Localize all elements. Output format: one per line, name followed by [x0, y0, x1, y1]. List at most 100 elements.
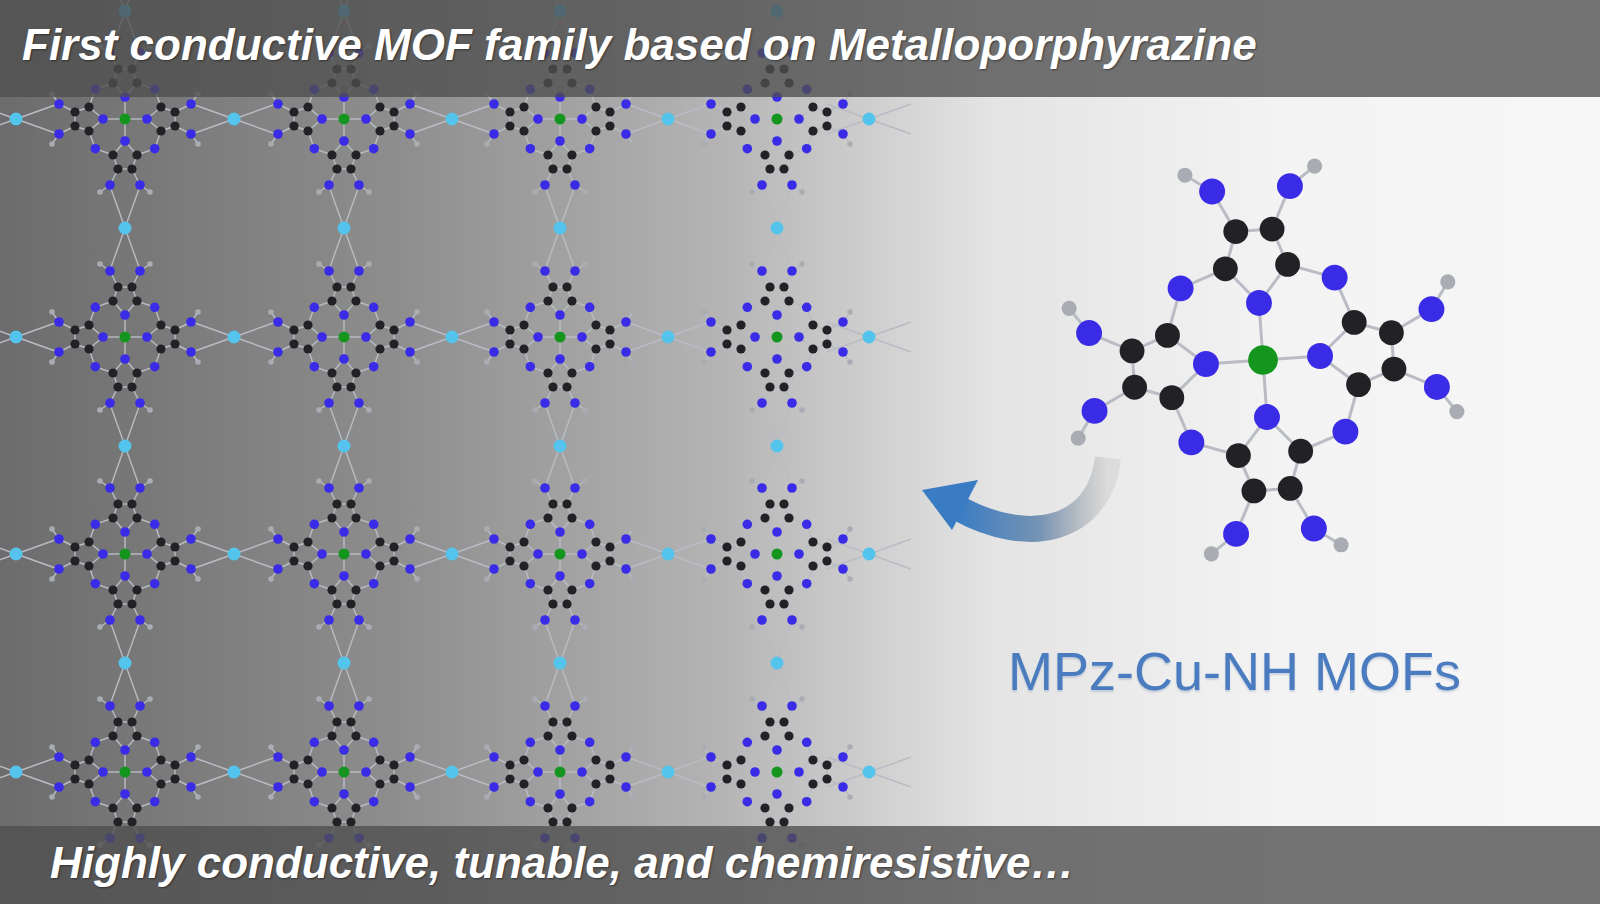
atom	[706, 782, 716, 792]
atom	[332, 499, 341, 508]
bond	[110, 228, 125, 270]
atom	[794, 332, 804, 342]
atom	[749, 478, 755, 484]
atom	[1346, 372, 1371, 397]
atom	[822, 107, 831, 116]
atom	[736, 126, 745, 135]
atom	[324, 483, 334, 493]
atom	[562, 282, 571, 291]
cu-atom	[10, 766, 23, 779]
atom	[760, 585, 769, 594]
atom	[70, 556, 79, 565]
atom	[621, 534, 631, 544]
cu-atom	[662, 548, 675, 561]
bond	[827, 337, 869, 352]
bond	[16, 772, 58, 787]
atom	[84, 344, 93, 353]
atom	[186, 129, 196, 139]
atom	[361, 549, 371, 559]
atom	[405, 534, 415, 544]
atom	[548, 164, 557, 173]
atom	[1277, 173, 1303, 199]
atom	[375, 344, 384, 353]
atom	[799, 189, 805, 195]
atom	[113, 382, 122, 391]
bond	[626, 104, 668, 119]
atom	[289, 339, 298, 348]
atom	[354, 615, 364, 625]
bond	[777, 621, 792, 663]
bond	[192, 539, 234, 554]
atom	[105, 180, 115, 190]
bond	[234, 322, 276, 337]
atom	[375, 320, 384, 329]
atom	[585, 520, 595, 530]
bond	[777, 404, 792, 446]
atom	[605, 121, 614, 130]
atom	[346, 499, 355, 508]
bond	[869, 322, 911, 337]
atom	[799, 696, 805, 702]
atom	[389, 325, 398, 334]
atom	[1419, 296, 1445, 322]
atom	[808, 755, 817, 764]
atom	[567, 585, 576, 594]
atom	[127, 164, 136, 173]
atom	[1062, 301, 1077, 316]
atom	[49, 576, 55, 582]
atom	[132, 585, 141, 594]
bond	[560, 404, 575, 446]
bond	[626, 119, 668, 134]
bond	[869, 337, 911, 352]
atom	[749, 696, 755, 702]
atom	[838, 99, 848, 109]
atom	[186, 752, 196, 762]
atom	[142, 549, 152, 559]
atom	[142, 332, 152, 342]
cu-atom	[771, 222, 784, 235]
atom	[847, 526, 853, 532]
atom	[127, 282, 136, 291]
cu-atom	[554, 222, 567, 235]
atom	[332, 599, 341, 608]
atom	[533, 114, 543, 124]
atom	[1307, 343, 1333, 369]
atom	[838, 347, 848, 357]
atom	[847, 141, 853, 147]
atom	[339, 332, 350, 343]
atom	[339, 549, 350, 560]
atom	[772, 332, 783, 343]
atom	[802, 738, 812, 748]
atom	[268, 359, 274, 365]
atom	[135, 180, 145, 190]
atom	[303, 561, 312, 570]
atom	[838, 317, 848, 327]
atom	[1226, 443, 1251, 468]
atom	[567, 150, 576, 159]
atom	[120, 767, 131, 778]
bond	[234, 554, 276, 569]
atom	[273, 347, 283, 357]
atom	[765, 599, 774, 608]
atom	[324, 180, 334, 190]
atom	[577, 549, 587, 559]
atom	[701, 744, 707, 750]
atom	[339, 114, 350, 125]
material-label: MPz-Cu-NH MOFs	[1008, 640, 1461, 702]
atom	[354, 483, 364, 493]
cu-atom	[771, 657, 784, 670]
atom	[289, 542, 298, 551]
bond	[869, 757, 911, 772]
atom	[787, 398, 797, 408]
atom	[414, 359, 420, 365]
atom	[630, 744, 636, 750]
atom	[562, 164, 571, 173]
atom	[585, 303, 595, 313]
atom	[736, 537, 745, 546]
atom	[591, 320, 600, 329]
bond	[668, 772, 710, 787]
atom	[847, 359, 853, 365]
atom	[127, 499, 136, 508]
atom	[489, 347, 499, 357]
atom	[489, 129, 499, 139]
